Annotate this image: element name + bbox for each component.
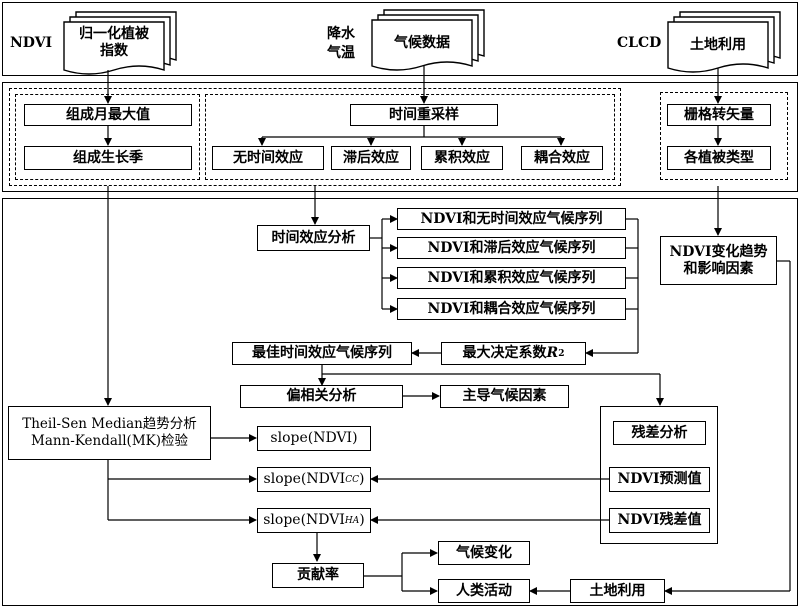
preprocessing-section [2, 82, 798, 192]
climate-change-box: 气候变化 [438, 541, 530, 565]
contribution-rate-box: 贡献率 [272, 563, 364, 588]
residual-analysis-container [600, 406, 718, 544]
landuse-processing-group [660, 92, 788, 180]
climate-doc-title: 气候数据 [394, 35, 450, 51]
land-use-box: 土地利用 [570, 579, 665, 603]
no-time-effect-box: 无时间效应 [212, 146, 324, 170]
theil-sen-mk-box: Theil-Sen Median趋势分析 Mann-Kendall(MK)检验 [8, 406, 211, 460]
growing-season-box: 组成生长季 [24, 146, 192, 170]
seq-cumulative-effect-box: NDVI和累积效应气候序列 [397, 267, 626, 289]
climate-source-label: 降水 气温 [327, 26, 355, 61]
data-sources-section [2, 2, 798, 76]
ndvi-trend-factors-box: NDVI变化趋势 和影响因素 [660, 236, 777, 285]
dominant-climate-factor-box: 主导气候因素 [440, 385, 569, 408]
analysis-section [2, 198, 798, 606]
landuse-doc-title: 土地利用 [690, 37, 746, 53]
cumulative-effect-box: 累积效应 [421, 146, 503, 170]
ndvi-residual-box: NDVI残差值 [609, 508, 710, 533]
ndvi-doc-title: 归一化植被 指数 [79, 26, 149, 59]
seq-no-time-effect-box: NDVI和无时间效应气候序列 [397, 208, 626, 230]
ndvi-predicted-box: NDVI预测值 [609, 467, 710, 492]
time-effect-analysis-box: 时间效应分析 [257, 225, 370, 251]
raster-to-vector-box: 栅格转矢量 [667, 104, 771, 126]
seq-coupled-effect-box: NDVI和耦合效应气候序列 [397, 298, 626, 320]
climate-processing-group [205, 94, 615, 180]
best-climate-sequence-box: 最佳时间效应气候序列 [232, 342, 412, 365]
vegetation-types-box: 各植被类型 [667, 146, 771, 170]
ndvi-source-label: NDVI [10, 35, 53, 51]
lag-effect-box: 滞后效应 [331, 146, 411, 170]
partial-correlation-box: 偏相关分析 [240, 385, 403, 408]
residual-analysis-box: 残差分析 [613, 421, 706, 445]
clcd-source-label: CLCD [617, 35, 662, 51]
resample-box: 时间重采样 [350, 104, 498, 126]
monthly-max-box: 组成月最大值 [24, 104, 192, 126]
coupled-effect-box: 耦合效应 [521, 146, 603, 170]
seq-lag-effect-box: NDVI和滞后效应气候序列 [397, 237, 626, 259]
human-activity-box: 人类活动 [438, 579, 530, 603]
slope-ndvi-box: slope(NDVI) [257, 426, 371, 451]
ndvi-processing-group-outer [9, 88, 621, 186]
